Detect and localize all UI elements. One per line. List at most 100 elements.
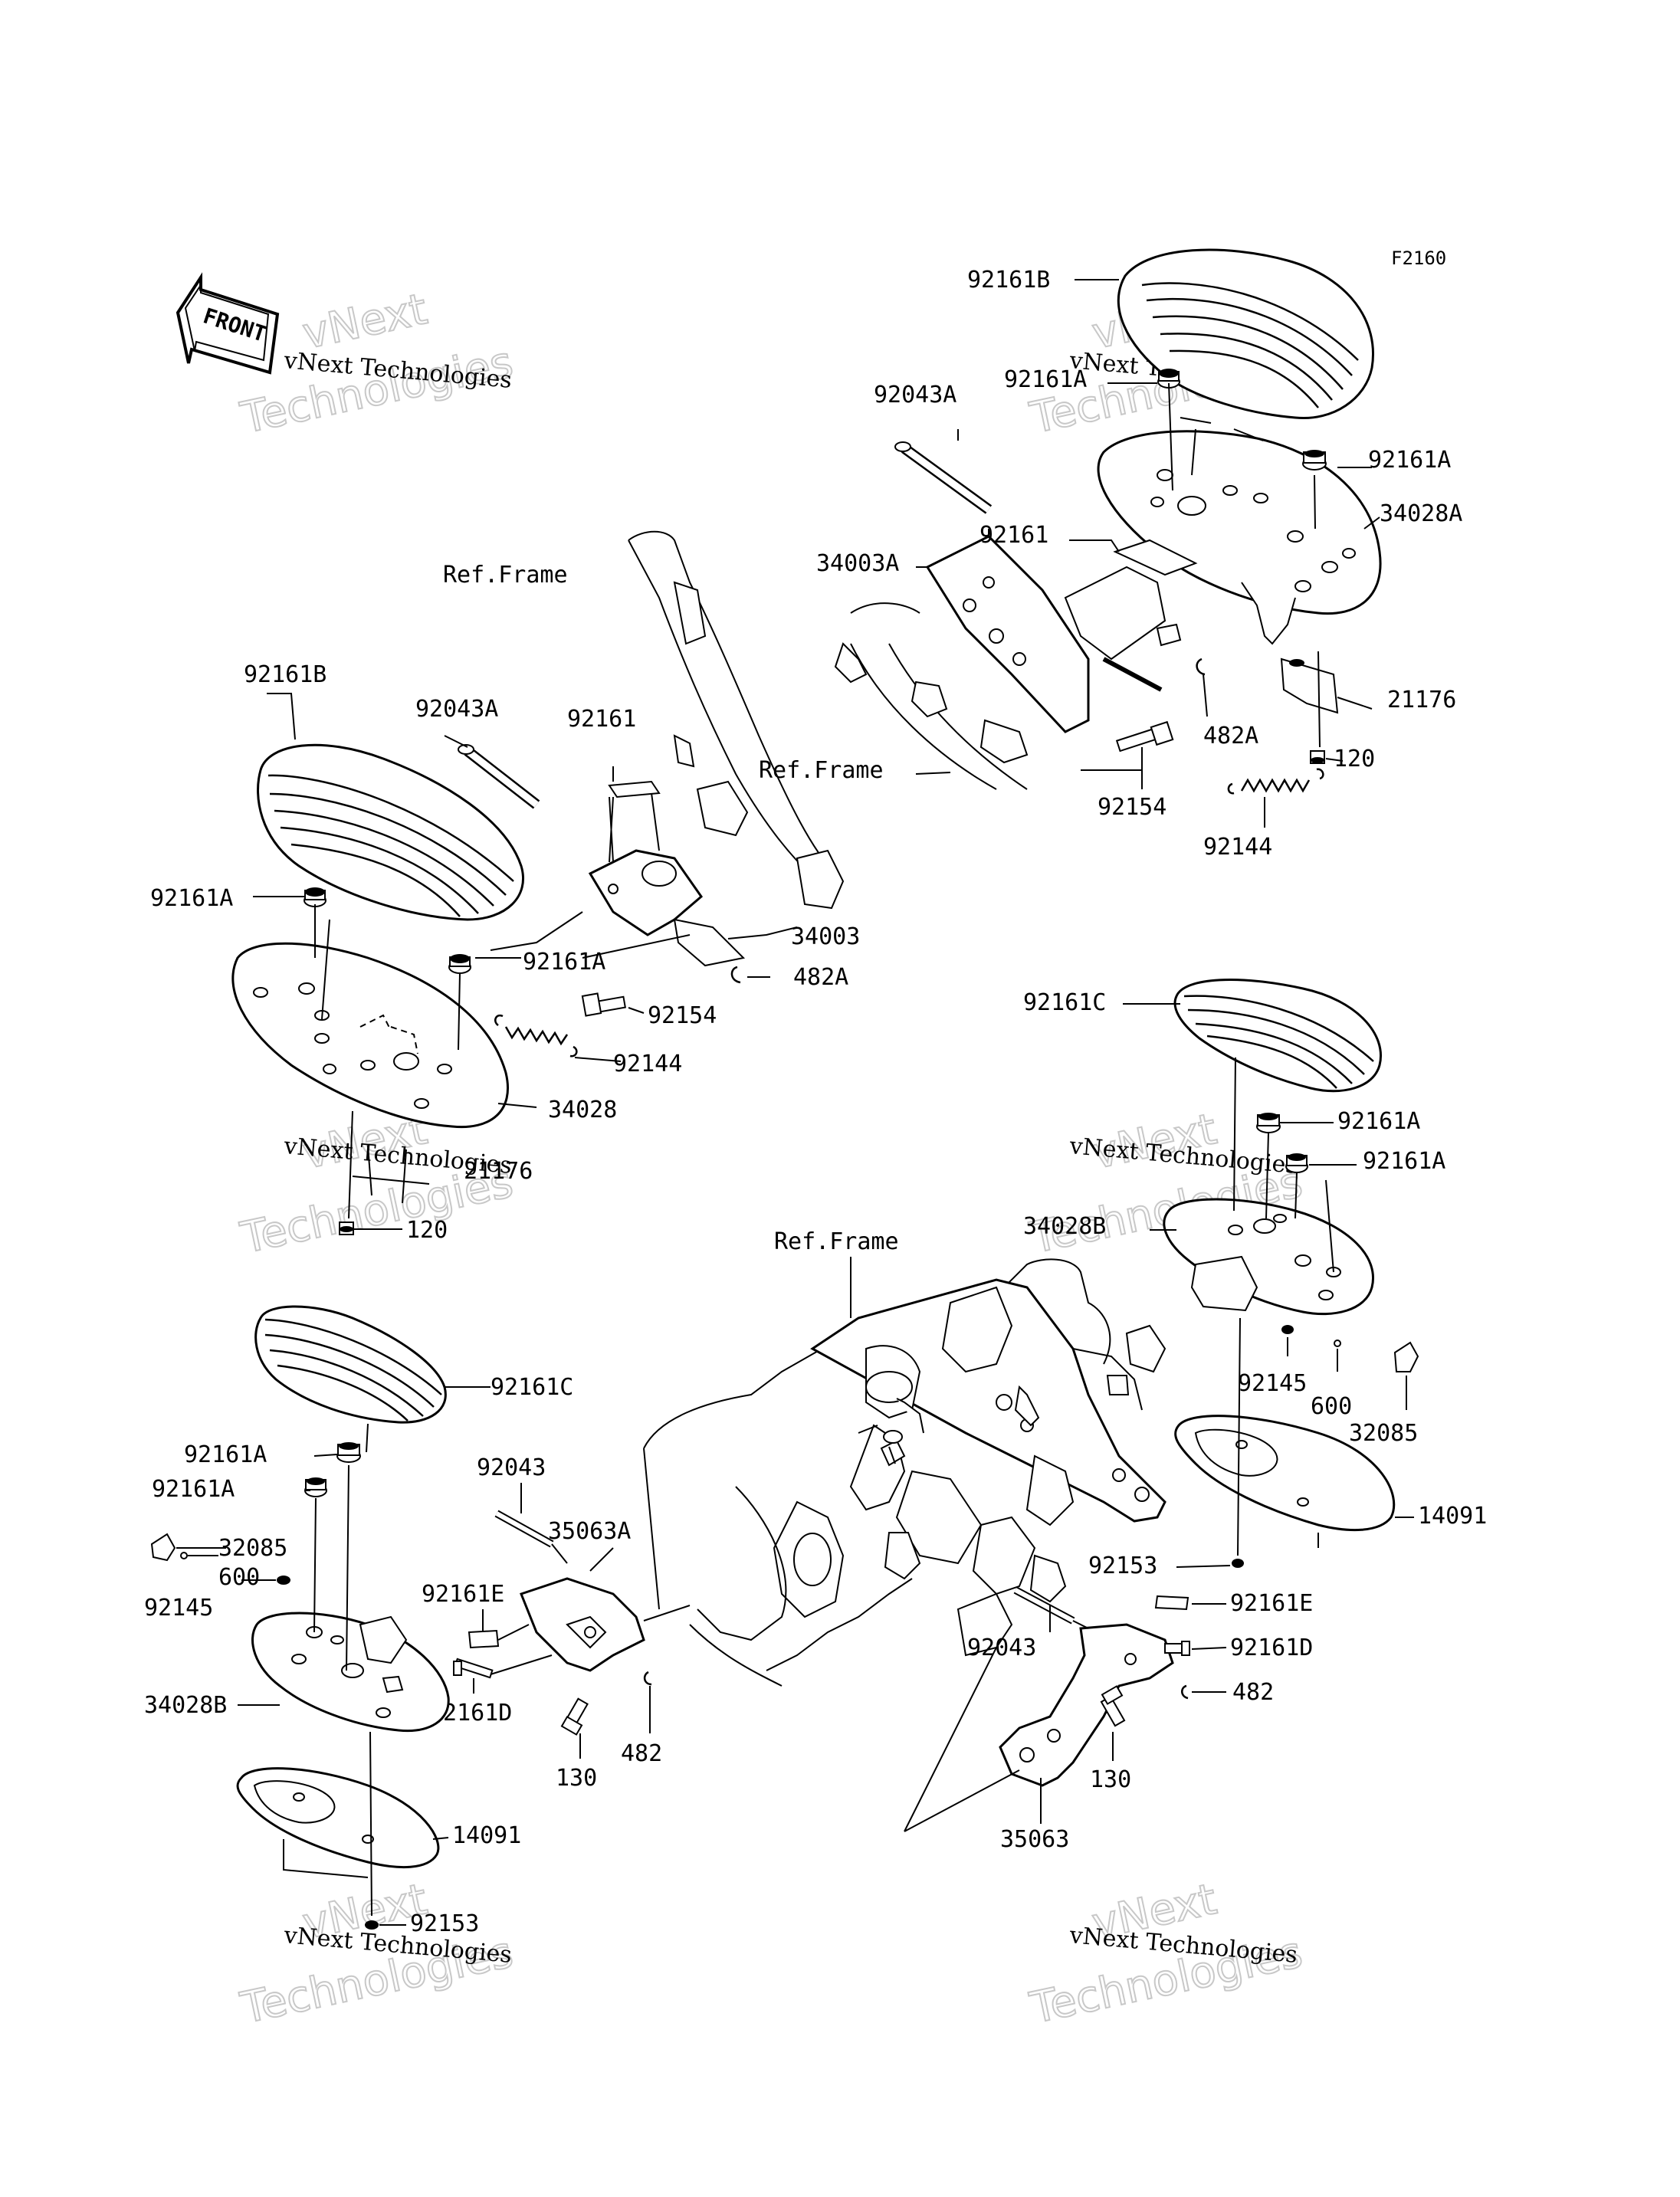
label-92161A: 92161A: [1363, 1148, 1445, 1175]
footboard-base-34028A: [1097, 430, 1382, 615]
grommet-92161A-right-b: [1285, 1153, 1308, 1173]
label-92161C: 92161C: [491, 1374, 573, 1401]
pin-92043-left: [494, 1510, 554, 1548]
label-ref-frame: Ref.Frame: [443, 562, 568, 589]
clip-32085-left: [150, 1533, 176, 1562]
label-600: 600: [1311, 1393, 1352, 1420]
figure-top-right: 92161B 92161A 92043A 92161A 34028A 92161…: [759, 248, 1462, 861]
label-92161E: 92161E: [1230, 1590, 1313, 1617]
label-482A: 482A: [793, 964, 848, 991]
footboard-pad-92161C-right: [1173, 979, 1382, 1093]
label-34003A: 34003A: [816, 550, 899, 577]
figure-bottom-left: 92161C 92161A 92161A 32085 600 92145 340…: [144, 1305, 573, 1937]
label-92043: 92043: [477, 1454, 546, 1481]
grommet-92161A-left: [304, 887, 326, 907]
label-92144: 92144: [1203, 834, 1272, 861]
label-35063A: 35063A: [548, 1518, 631, 1545]
figure-code: F2160: [1391, 248, 1446, 269]
clip-32085-right: [1393, 1341, 1419, 1372]
label-92161A: 92161A: [1337, 1108, 1420, 1135]
grommet-92161A-bottom-a: [336, 1442, 361, 1463]
label-92161A: 92161A: [1368, 447, 1451, 474]
snap-ring-482-right: [1181, 1684, 1189, 1700]
snap-ring-482-left: [643, 1671, 652, 1686]
footboard-pad-92161B-top: [1117, 248, 1374, 420]
label-92043A: 92043A: [874, 382, 956, 408]
bolt-92161D-left: [453, 1658, 494, 1679]
clip-92145-left: [277, 1576, 290, 1585]
label-92161B: 92161B: [967, 267, 1050, 293]
label-92145: 92145: [1238, 1370, 1307, 1397]
watermark-bottom-right: vNext Technologies vNext Technologies: [1025, 1874, 1307, 2035]
label-130: 130: [556, 1765, 597, 1792]
front-arrow-icon: FRONT: [176, 272, 280, 375]
bolt-92161D-right: [1164, 1641, 1190, 1656]
bolt-92154-top: [1115, 720, 1174, 753]
label-34028B: 34028B: [144, 1692, 227, 1719]
footboard-pad-92161C-left: [254, 1305, 447, 1424]
mounting-bracket-34003: [588, 849, 746, 967]
watermark-big-top: vNext: [298, 284, 431, 359]
label-34028B: 34028B: [1023, 1213, 1106, 1240]
label-482: 482: [621, 1740, 662, 1767]
label-92161A: 92161A: [523, 949, 605, 976]
pivot-pin-92043A-left: [458, 744, 540, 809]
label-92154: 92154: [1098, 794, 1166, 821]
figure-mid-right: 92161C 92161A 92161A 34028B 92145 600 32…: [1023, 979, 1487, 1579]
label-92161: 92161: [567, 706, 636, 733]
stopper-21176-top: [1280, 657, 1339, 714]
bolt-120-left: [339, 1221, 354, 1235]
label-482: 482: [1232, 1679, 1274, 1706]
ref-frame-outline-top-left: [628, 530, 836, 890]
footboard-pad-92161B-left: [257, 743, 524, 921]
figure-top-left: Ref.Frame 92161B 92043A 92161 92161A 340…: [150, 530, 860, 1244]
grommet-92161A-mid: [448, 954, 471, 974]
label-482A: 482A: [1203, 723, 1258, 749]
pin-92043-right: [1013, 1586, 1075, 1625]
ref-frame-center: [643, 1258, 1166, 1687]
clip-92145-right: [1281, 1325, 1294, 1334]
label-92161E: 92161E: [422, 1581, 504, 1608]
label-35063: 35063: [1000, 1826, 1069, 1853]
label-92161D: 92161D: [1230, 1635, 1313, 1661]
label-92043: 92043: [967, 1635, 1036, 1661]
footboard-base-34028: [231, 942, 509, 1129]
pin-600-right: [1334, 1340, 1341, 1347]
bracket-35063: [999, 1623, 1174, 1787]
label-92153: 92153: [1088, 1553, 1157, 1579]
label-14091: 14091: [452, 1822, 521, 1849]
label-ref-frame: Ref.Frame: [759, 757, 884, 784]
pin-600-left: [180, 1552, 188, 1559]
bolt-92154-left: [581, 992, 626, 1017]
label-92161A: 92161A: [150, 885, 233, 912]
label-130: 130: [1090, 1766, 1131, 1793]
label-92161A: 92161A: [152, 1476, 235, 1503]
label-92161: 92161: [979, 522, 1048, 549]
label-92161B: 92161B: [244, 661, 326, 688]
footboard-base-34028B-left: [251, 1612, 450, 1733]
label-92145: 92145: [144, 1595, 213, 1622]
bolt-130-left: [560, 1697, 589, 1736]
bolt-120-top: [1310, 750, 1325, 764]
label-ref-frame: Ref.Frame: [774, 1228, 899, 1255]
label-34028: 34028: [548, 1097, 617, 1123]
pad-92161E-right: [1154, 1595, 1189, 1611]
nut-92153-right: [1232, 1559, 1244, 1568]
label-92153: 92153: [410, 1910, 479, 1937]
label-92154: 92154: [648, 1002, 717, 1029]
bolt-130-right: [1100, 1685, 1126, 1727]
grommet-92161A-right-a: [1256, 1113, 1281, 1133]
spring-92144-left: [494, 1014, 578, 1058]
label-120: 120: [1334, 746, 1375, 772]
footboard-base-34028B-right: [1163, 1198, 1374, 1316]
watermark-top-left: vNext Technologies vNext Technologies: [235, 284, 517, 444]
watermark-bottom-left: vNext Technologies vNext Technologies: [235, 1874, 517, 2035]
grommet-92161A-bottom-b: [304, 1477, 327, 1497]
label-92043A: 92043A: [415, 696, 498, 723]
ref-frame-outline-top-right: [850, 602, 1028, 790]
nut-92153-left: [365, 1920, 379, 1930]
label-21176: 21176: [1387, 687, 1456, 713]
label-600: 600: [218, 1564, 260, 1591]
